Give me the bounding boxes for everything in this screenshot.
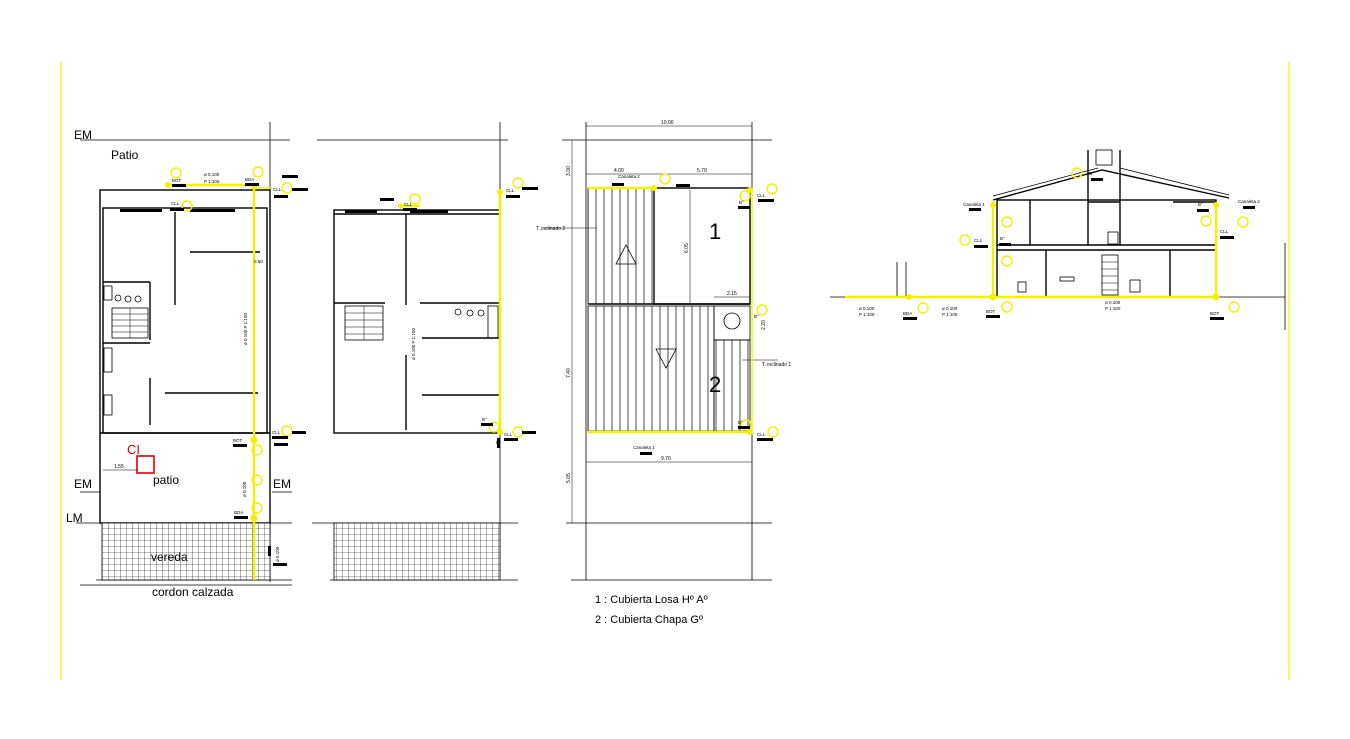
em-label-left: EM (74, 477, 92, 491)
section-spec1-b: P 1:100 (859, 312, 875, 317)
roof-b-3: B° (738, 420, 743, 425)
plan2-cll-1: CLL (404, 202, 413, 207)
upper-floor-plan: CLL CLL ø 0.100 P 1:100 B° CLL B° (312, 122, 538, 581)
roof-dim-bottom: 9.70 (661, 456, 671, 462)
canaleta-1-label: Canaleta 1 (633, 445, 655, 450)
roof-zone-1 (653, 187, 751, 305)
bot-label-1: BOT (172, 178, 182, 183)
bda-label-1: BDA (245, 177, 254, 182)
section-b-mid: B° (1000, 236, 1005, 241)
spec-low: ø 0.100 (242, 481, 247, 497)
bda-label-2: BDA (234, 510, 243, 515)
spec-top-a: ø 0.100 (204, 172, 220, 177)
cll-label-2: CLL (171, 201, 180, 206)
plan2-drain-pipe (398, 192, 502, 433)
plan2-bt-2: B° (496, 440, 501, 445)
roof-zone-2-number: 2 (709, 372, 721, 397)
roof-dim-v-bot: 5.05 (566, 473, 572, 483)
roof-zone-2-upper (587, 187, 655, 305)
t-inclinado-2-label: T. inclinado 2 (536, 226, 565, 232)
section-bda: BDA (903, 311, 912, 316)
roof-b-2: B° (754, 314, 759, 319)
dim-050: 0.50 (254, 259, 263, 264)
section-spec1-a: ø 0.100 (859, 306, 875, 311)
ci-registro-box (136, 455, 155, 474)
legend-cubierta-chapa: 2 : Cubierta Chapa Gº (595, 614, 703, 626)
spec-mid: ø 0.100 P 1:100 (243, 313, 248, 345)
lot-outline (99, 189, 271, 524)
section-b-right: B° (1198, 202, 1203, 207)
bot-label-2: BOT (233, 438, 243, 443)
legend-cubierta-losa: 1 : Cubierta Losa Hº Aº (595, 594, 708, 606)
em-label-right: EM (273, 477, 291, 491)
section-spec3-b: P 1:100 (1105, 306, 1121, 311)
spec-street: ø 0.100 (275, 546, 280, 562)
section-canaleta-1: Canaleta 1 (963, 202, 985, 207)
roof-zone-2-lower (587, 305, 715, 432)
sidewalk-hatch (101, 522, 271, 581)
vereda-label: vereda (151, 550, 188, 564)
roof-cll-1: CLL (757, 193, 766, 198)
roof-dim-right: 5.70 (697, 168, 707, 174)
roof-zone-1-number: 1 (709, 219, 721, 244)
section-canaleta-2: Canaleta 2 (1238, 199, 1260, 204)
upper-sidewalk-hatch (333, 522, 501, 581)
plan2-spec: ø 0.100 P 1:100 (411, 328, 416, 360)
roof-dim-total: 10.00 (661, 120, 674, 126)
ci-label: CI (127, 442, 140, 457)
ground-floor-plan: EM EM EM LM Patio patio CI 1.55 vereda c… (66, 122, 308, 599)
roof-dim-220: 2.20 (761, 320, 767, 330)
section-cll-right: CLL (1220, 229, 1229, 234)
plan2-cll-2: CLL (506, 188, 515, 193)
roof-cll-2: CLL (757, 432, 766, 437)
section-spec3-a: ø 0.100 (1105, 300, 1121, 305)
plan1-drain-pipe (168, 183, 258, 580)
cordon-label: cordon calzada (152, 585, 234, 599)
em-label-top: EM (74, 128, 92, 142)
lm-label: LM (66, 511, 83, 525)
chimney-box (713, 305, 751, 341)
roof-dim-left: 4.00 (614, 168, 624, 174)
roof-dim-215: 2.15 (727, 291, 737, 297)
section-cll-left: CLL (974, 238, 983, 243)
slope-arrow-up (615, 244, 637, 265)
cll-label-3: CLL (272, 430, 281, 435)
plan2-bt-1: B° (482, 417, 487, 422)
roof-dim-v-low: 7.40 (566, 368, 572, 378)
ci-dimension: 1.55 (114, 464, 124, 470)
slope-arrow-down (655, 348, 677, 369)
canaleta-2-label: Canaleta 2 (618, 174, 640, 179)
patio-bottom-label: patio (153, 473, 179, 487)
section-bot-2: BOT (1210, 311, 1220, 316)
section-bot-1: BOT (986, 309, 996, 314)
section-roof-line (992, 169, 1230, 201)
section-spec2-a: ø 0.100 (942, 306, 958, 311)
roof-dim-v-mid: 6.05 (684, 243, 690, 253)
building-section: B° Canaleta 1 Canaleta 2 B° CLL B° CLL ø… (830, 149, 1286, 330)
section-spec2-b: P 1:100 (942, 312, 958, 317)
spec-top-b: P 1:100 (204, 179, 220, 184)
plan2-cll-3: CLL (504, 432, 513, 437)
t-inclinado-1-label: T. inclinado 1 (762, 362, 791, 368)
roof-dim-v-top: 3.00 (566, 166, 572, 176)
section-b-top: B° (1089, 171, 1094, 176)
roof-b-1: B° (739, 200, 744, 205)
patio-top-label: Patio (111, 148, 139, 162)
upper-floor-outline (333, 209, 501, 434)
roof-plan: 10.00 4.00 5.70 3.00 7.40 5.05 6.05 2.15… (536, 120, 791, 626)
cll-label-1: CLL (273, 187, 282, 192)
